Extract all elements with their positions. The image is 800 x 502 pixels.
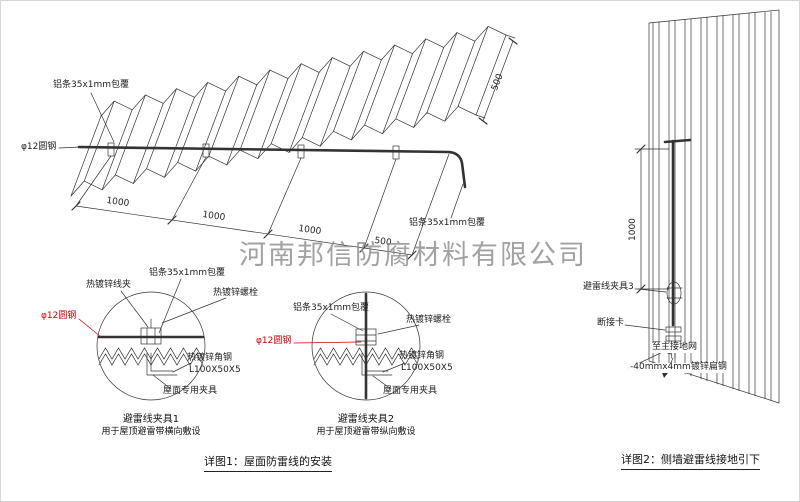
company-watermark: 河南邦信防腐材料有限公司 [239, 240, 587, 271]
label-round-steel-red: φ12圆钢 [256, 336, 292, 346]
wall-corrugation-ribs [652, 11, 772, 401]
wire-clamp [297, 144, 305, 159]
label-angle-steel: 热镀锌角钢 [399, 351, 445, 361]
angle-steel [146, 352, 178, 376]
lightning-wire [77, 145, 467, 189]
label-disconnect: 断接卡 [597, 318, 625, 328]
disconnect-link [665, 326, 682, 333]
wall-clamp [666, 281, 682, 305]
dimension-line [482, 40, 514, 122]
label-angle-size: L100X50X5 [189, 365, 241, 375]
label-angle-size: L100X50X5 [401, 363, 453, 373]
label-galvanized-bolt: 热镀锌螺栓 [213, 288, 259, 298]
detail1-subtitle: 用于屋顶避雷带横向敷设 [101, 427, 201, 437]
label-galvanized-bolt: 热镀锌螺栓 [406, 315, 452, 325]
label-flat-steel: -40mmx4mm镀锌扁钢 [629, 362, 728, 373]
detail-circle-2 [293, 291, 421, 401]
detail1-title: 避雷线夹具1 [122, 414, 180, 425]
roof-annotations [58, 34, 518, 260]
detail-circle-1 [78, 278, 227, 401]
label-aluminum-strip-right: 铝条35x1mm包覆 [409, 218, 486, 228]
label-roof-fixture: 屋面专用夹具 [163, 386, 218, 396]
label-aluminum-strip: 铝条35x1mm包覆 [149, 268, 226, 278]
dimension-line [75, 205, 413, 256]
label-aluminum-strip-top: 铝条35x1mm包覆 [53, 80, 130, 90]
label-to-ground-grid: 至主接地网 [651, 342, 699, 353]
label-galvanized-clamp: 热镀锌线夹 [86, 280, 132, 290]
label-aluminum-strip: 铝条35x1mm包覆 [293, 303, 370, 313]
side-wall-drawing [624, 9, 780, 404]
roof-isometric-sheet [70, 25, 507, 197]
caption-detail1: 详图1：屋面防雷线的安装 [204, 453, 332, 472]
label-round-steel: φ12圆钢 [21, 142, 57, 152]
wall-outline [648, 9, 780, 404]
clamp-body [355, 328, 377, 346]
angle-steel [361, 352, 393, 376]
wire-clamp [107, 142, 115, 157]
label-roof-fixture: 屋面专用夹具 [383, 386, 438, 396]
caption-detail2: 详图2：侧墙避雷线接地引下 [621, 451, 760, 470]
wire-clamp [202, 143, 210, 158]
dimension-wall-1000: 1000 [628, 218, 638, 241]
detail2-subtitle: 用于屋顶避雷带纵向敷设 [316, 427, 416, 437]
label-angle-steel: 热镀锌角钢 [187, 353, 233, 363]
label-wall-clamp3: 避雷线夹具3 [583, 282, 634, 292]
label-round-steel-red: φ12圆钢 [41, 311, 77, 321]
detail2-title: 避雷线夹具2 [337, 414, 395, 425]
